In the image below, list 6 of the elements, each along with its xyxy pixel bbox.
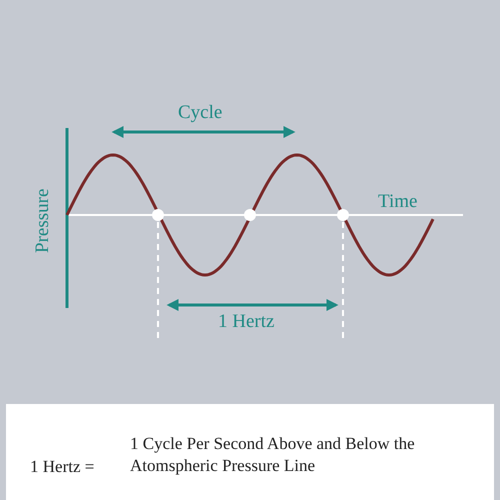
definition-text: 1 Cycle Per Second Above and Below the Atomspheric Pressure Line bbox=[130, 433, 416, 477]
axis-label: Time bbox=[378, 191, 418, 213]
equation-text: 1 Hertz = bbox=[30, 456, 94, 478]
axis-label: Pressure bbox=[32, 188, 54, 253]
axis-label: Cycle bbox=[178, 102, 222, 124]
axis-label: 1 Hertz bbox=[218, 311, 274, 333]
